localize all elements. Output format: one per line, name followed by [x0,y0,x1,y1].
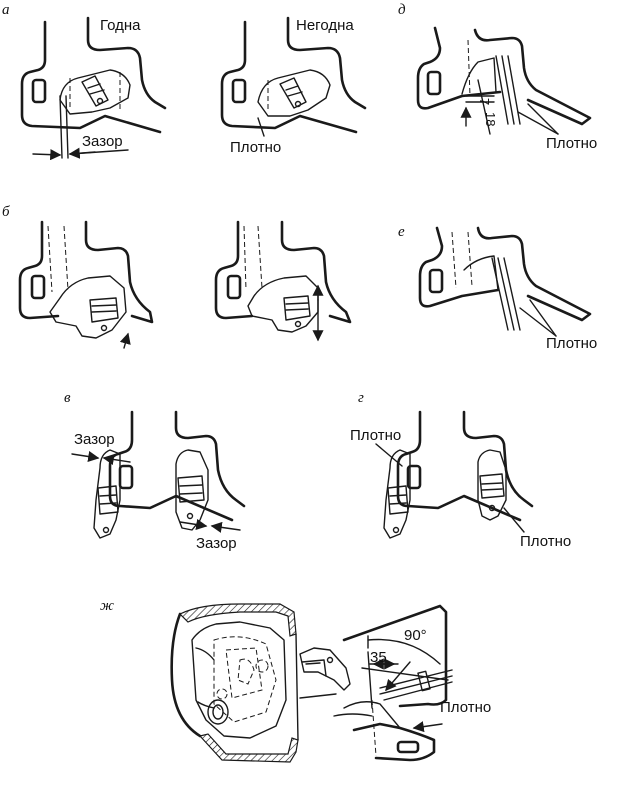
figure-e-tight-label: Плотно [546,335,597,352]
figure-b-left [18,220,154,349]
figure-zh-dim-35: 35 [370,649,387,666]
figure-zh-tight-label: Плотно [440,699,491,716]
figure-a-gap-label: Зазор [82,133,123,150]
figure-g [375,410,534,539]
figure-a-tight-label: Плотно [230,139,281,156]
figure-v [71,410,246,539]
figure-a-bad [220,16,367,137]
figure-d-letter: д [398,2,406,18]
figure-d-tight-label: Плотно [546,135,597,152]
figure-a-bad-caption: Негодна [296,17,354,34]
figure-d [416,26,592,135]
figure-e-letter: е [398,224,405,240]
figure-e [418,226,592,337]
figure-zh-angle-label: 90° [404,627,427,644]
figure-v-gap-label-top: Зазор [74,431,115,448]
figure-d-dim-7: 7 [477,98,492,105]
figure-zh [170,603,453,763]
figure-g-tight-label-bottom: Плотно [520,533,571,550]
figure-d-dim-18: 18 [483,112,498,126]
figure-a-letter: а [2,2,10,18]
figure-v-letter: в [64,390,71,406]
figure-v-gap-label-bottom: Зазор [196,535,237,552]
figure-g-letter: г [358,390,364,406]
figure-b-right [214,220,352,342]
figure-g-tight-label-top: Плотно [350,427,401,444]
figure-a-good-caption: Годна [100,17,141,34]
figure-a-good [20,16,167,161]
figure-zh-letter: ж [100,598,114,614]
figure-b-letter: б [2,204,10,220]
